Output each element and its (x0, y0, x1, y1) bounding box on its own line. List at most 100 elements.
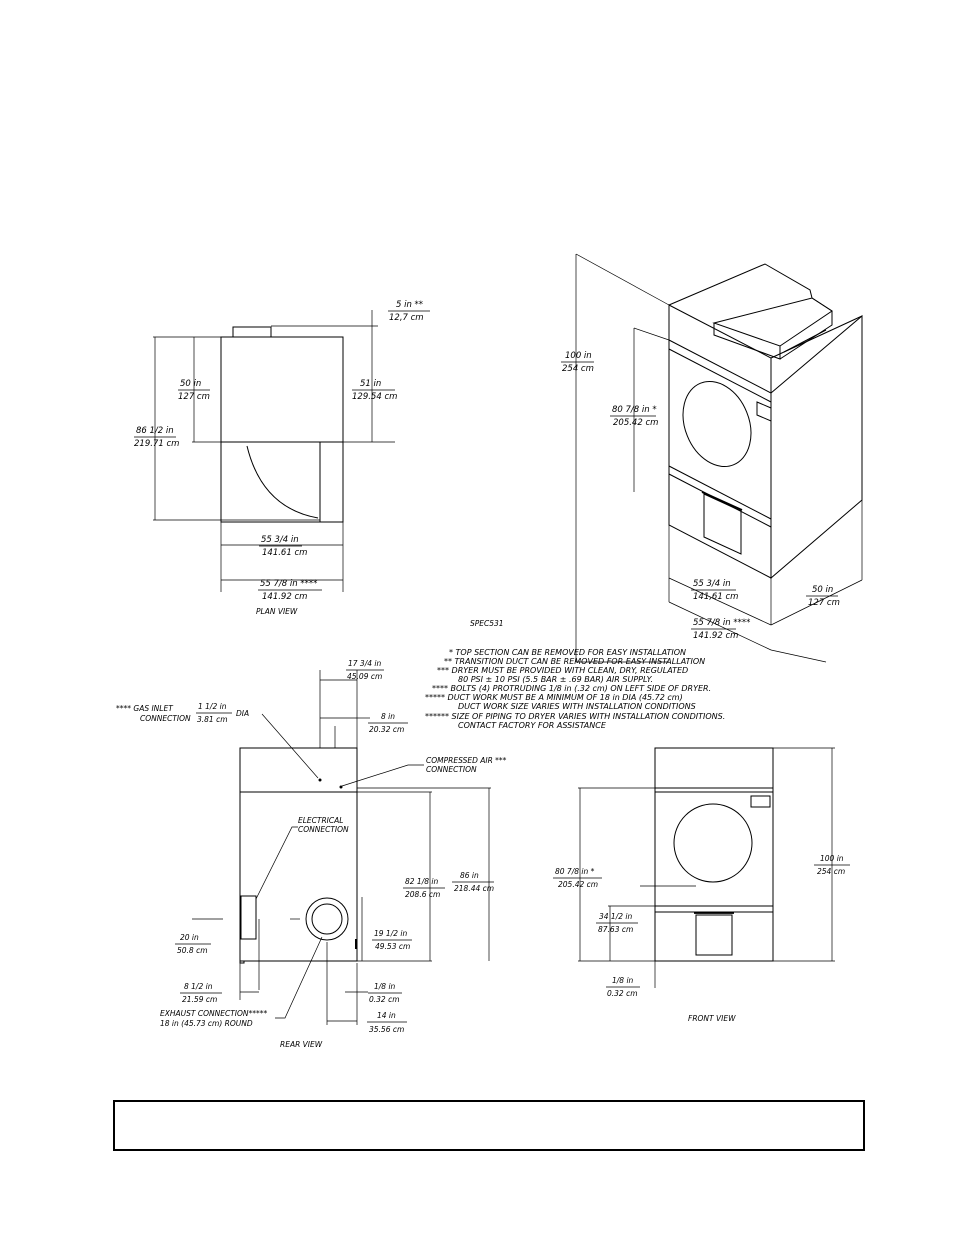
rear-air-label: COMPRESSED AIR *** (426, 756, 507, 765)
rear-h2-cm: 218.44 cm (454, 884, 494, 893)
plan-width-in: 55 3/4 in (261, 535, 299, 545)
rear-exh-w-in: 14 in (377, 1011, 396, 1020)
rear-bolt-in: 1/8 in (374, 982, 396, 991)
rear-h1-cm: 208.6 cm (405, 890, 440, 899)
rear-exh-label2: 18 in (45.73 cm) ROUND (160, 1019, 253, 1028)
iso-lint-door (703, 493, 742, 555)
front-height-in: 100 in (820, 854, 844, 863)
rear-gas-in: 1 1/2 in (198, 702, 227, 711)
plan-depth2-in: 51 in (360, 379, 381, 389)
rear-bolt-cm: 0.32 cm (369, 995, 400, 1004)
note-2: ** TRANSITION DUCT CAN BE REMOVED FOR EA… (444, 657, 705, 666)
isometric-view: 100 in 254 cm 80 7/8 in * 205.42 cm 55 3… (561, 253, 863, 663)
front-bolt-in: 1/8 in (612, 976, 634, 985)
plan-view-caption: PLAN VIEW (256, 607, 298, 616)
plan-duct-stub (232, 326, 272, 338)
plan-width-cm: 141.61 cm (262, 548, 307, 558)
front-drum-door (673, 803, 753, 883)
iso-width2-in: 55 7/8 in **** (693, 618, 750, 628)
rear-exh-w-cm: 35.56 cm (369, 1025, 404, 1034)
rear-gas-label: **** GAS INLET (116, 704, 174, 713)
rear-left-cm: 50.8 cm (177, 946, 208, 955)
spec-code: SPEC531 (470, 619, 504, 628)
front-bolt-cm: 0.32 cm (607, 989, 638, 998)
note-5-cont: DUCT WORK SIZE VARIES WITH INSTALLATION … (458, 702, 696, 711)
iso-width2-cm: 141.92 cm (693, 631, 738, 641)
note-6: ****** SIZE OF PIPING TO DRYER VARIES WI… (425, 712, 725, 721)
iso-depth-in: 50 in (812, 585, 833, 595)
rear-body-outline (239, 747, 358, 962)
footer-text-box (113, 1100, 865, 1151)
rear-view: 17 3/4 in 45.09 cm **** GAS INLET CONNEC… (116, 659, 507, 1049)
note-5: ***** DUCT WORK MUST BE A MINIMUM OF 18 … (425, 693, 683, 702)
rear-duct-top-cm: 45.09 cm (347, 672, 382, 681)
iso-height-cm: 254 cm (562, 364, 594, 374)
front-lint-door (695, 914, 733, 956)
plan-depth-cm: 127 cm (178, 392, 210, 402)
front-door-cm: 87.63 cm (598, 925, 633, 934)
rear-air-label2: CONNECTION (426, 765, 477, 774)
rear-electrical-box (240, 895, 257, 940)
plan-depth-in: 50 in (180, 379, 201, 389)
rear-offset-cm: 20.32 cm (369, 725, 404, 734)
rear-exh-h-in: 19 1/2 in (374, 929, 407, 938)
rear-h1-in: 82 1/8 in (405, 877, 438, 886)
iso-top-back-edge (668, 263, 833, 325)
front-control-panel (750, 795, 771, 808)
rear-exhaust-inner (311, 903, 343, 935)
iso-top-in: 80 7/8 in * (612, 405, 657, 415)
plan-view: 5 in ** 12,7 cm 50 in 127 cm 51 in 129.5… (134, 300, 430, 616)
front-door-in: 34 1/2 in (599, 912, 632, 921)
iso-width-cm: 141,61 cm (693, 592, 738, 602)
iso-top-section-front (668, 304, 772, 393)
note-6-cont: CONTACT FACTORY FOR ASSISTANCE (458, 721, 607, 730)
rear-gas-dia: DIA (236, 709, 249, 718)
front-top-in: 80 7/8 in * (555, 867, 595, 876)
iso-drum-door (682, 380, 752, 468)
plan-body-outline (220, 336, 344, 523)
rear-gas-cm: 3.81 cm (197, 715, 228, 724)
rear-gas-inlet-point (318, 778, 322, 782)
front-view: 80 7/8 in * 205.42 cm 34 1/2 in 87.63 cm… (553, 747, 850, 1023)
rear-air-point (339, 785, 343, 789)
plan-total-cm: 219.71 cm (134, 439, 179, 449)
note-3-cont: 80 PSI ± 10 PSI (5.5 BAR ± .69 BAR) AIR … (458, 675, 653, 684)
rear-left-in: 20 in (180, 933, 199, 942)
rear-exh-label: EXHAUST CONNECTION***** (160, 1009, 268, 1018)
iso-width-in: 55 3/4 in (693, 579, 731, 589)
plan-depth2-cm: 129.54 cm (352, 392, 397, 402)
note-1: * TOP SECTION CAN BE REMOVED FOR EASY IN… (449, 648, 686, 657)
rear-elec-label2: CONNECTION (298, 825, 349, 834)
plan-duct-cm: 12,7 cm (389, 313, 424, 323)
iso-control-panel (756, 401, 772, 422)
iso-side-face (770, 314, 863, 580)
rear-base-cm: 21.59 cm (182, 995, 217, 1004)
plan-width2-in: 55 7/8 in **** (260, 579, 317, 589)
rear-view-caption: REAR VIEW (280, 1040, 323, 1049)
iso-top-cm: 205.42 cm (613, 418, 658, 428)
iso-height-in: 100 in (565, 351, 592, 361)
rear-elec-label: ELECTRICAL (298, 816, 343, 825)
front-view-caption: FRONT VIEW (688, 1014, 736, 1023)
rear-offset-in: 8 in (381, 712, 395, 721)
plan-door-swing-arc (246, 445, 319, 519)
front-body-outline (654, 747, 774, 962)
rear-exhaust-outer (305, 897, 349, 941)
front-top-cm: 205.42 cm (558, 880, 598, 889)
iso-depth-cm: 127 cm (808, 598, 840, 608)
note-3: *** DRYER MUST BE PROVIDED WITH CLEAN, D… (437, 666, 688, 675)
front-height-cm: 254 cm (817, 867, 845, 876)
note-4: **** BOLTS (4) PROTRUDING 1/8 in (.32 cm… (432, 684, 711, 693)
plan-duct-in: 5 in ** (396, 300, 423, 310)
rear-h2-in: 86 in (460, 871, 479, 880)
rear-exh-h-cm: 49.53 cm (375, 942, 410, 951)
rear-gas-label2: CONNECTION (140, 714, 191, 723)
plan-total-in: 86 1/2 in (136, 426, 174, 436)
rear-base-in: 8 1/2 in (184, 982, 213, 991)
iso-top-unit (712, 297, 833, 347)
rear-duct-top-in: 17 3/4 in (348, 659, 381, 668)
plan-width2-cm: 141.92 cm (262, 592, 307, 602)
notes-block: * TOP SECTION CAN BE REMOVED FOR EASY IN… (425, 648, 725, 730)
